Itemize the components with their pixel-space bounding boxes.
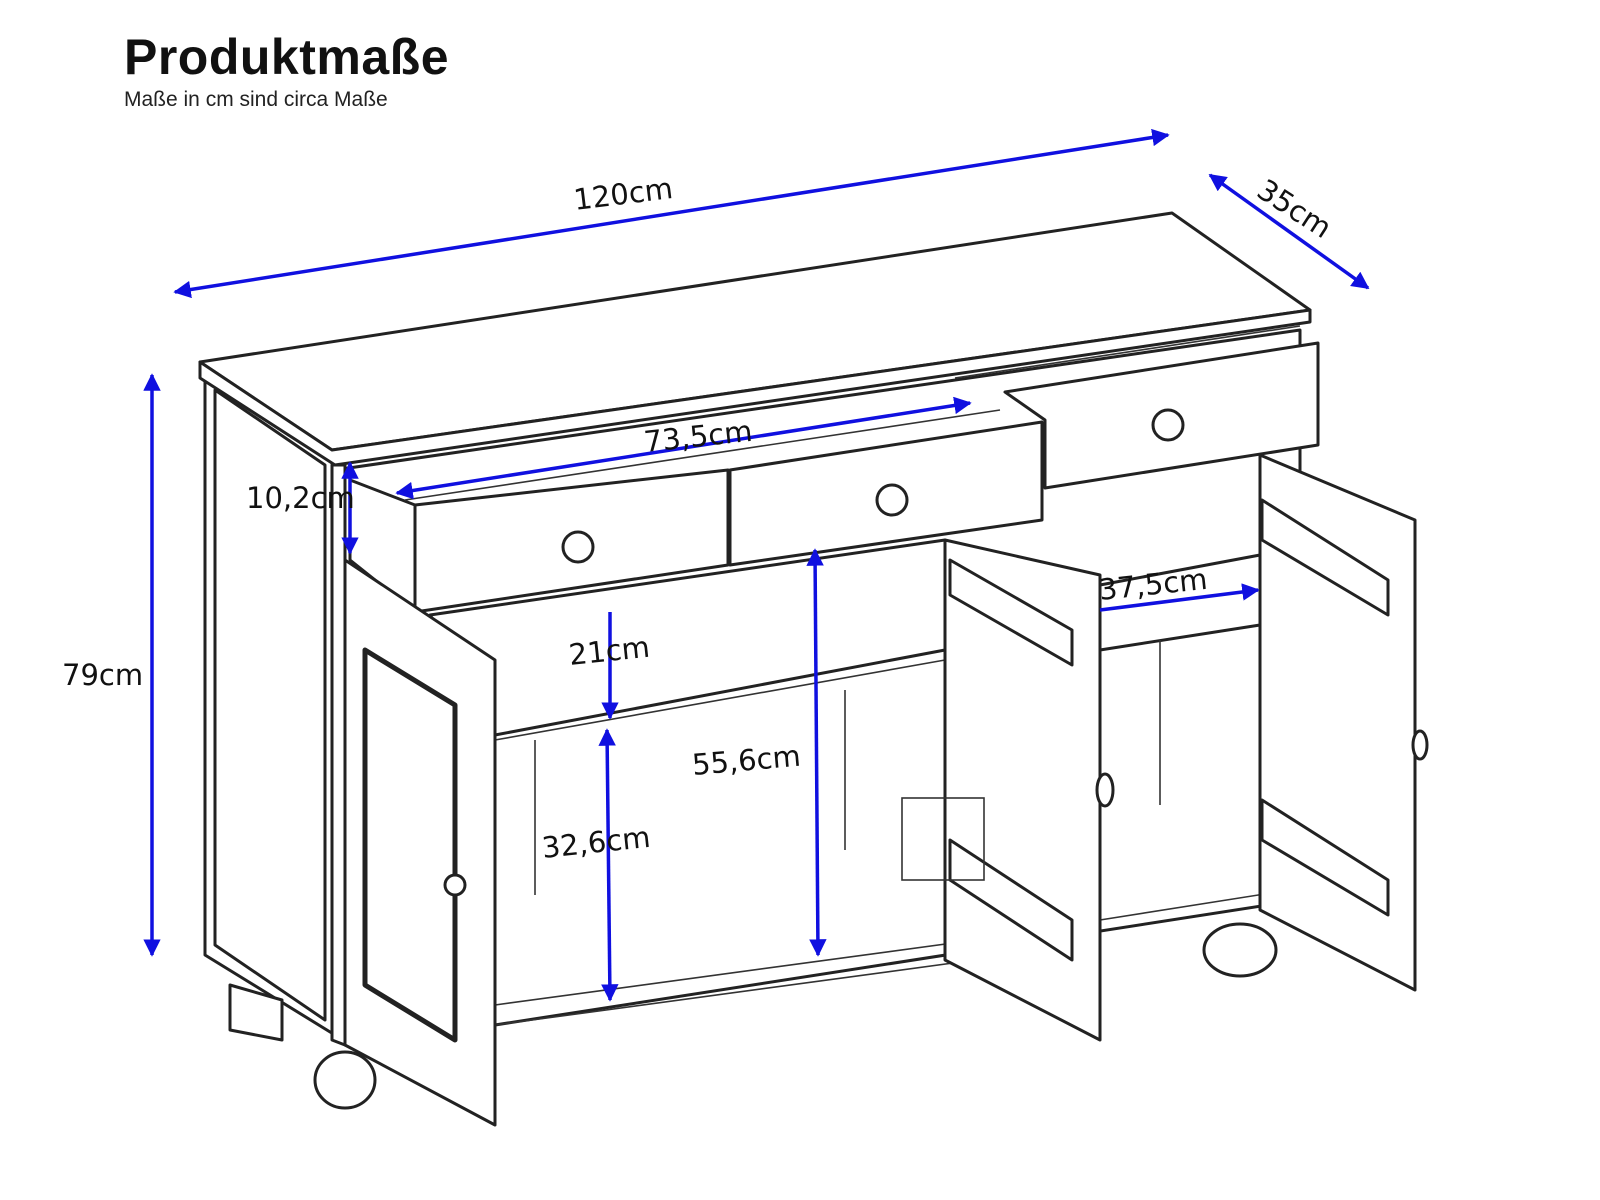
bottom-edge (494, 939, 976, 1006)
sideboard-drawing (198, 211, 1429, 1127)
door-left-panel (362, 647, 458, 1043)
hinge-strip (948, 558, 1074, 667)
label-width: 120cm (572, 171, 675, 217)
arrow-lower-compartment (598, 728, 619, 1002)
top-slab-edge (198, 308, 1312, 467)
detail-frame (901, 797, 985, 881)
door-knob (1095, 772, 1115, 808)
label-drawer-height: 10,2cm (246, 481, 355, 515)
hinge-strip (1260, 498, 1390, 617)
hinge-strip (948, 838, 1074, 962)
front-stile (330, 463, 347, 1047)
arrow-depth (1208, 173, 1370, 290)
bottom-edge (494, 959, 976, 1026)
door-knob (1411, 729, 1429, 761)
foot (228, 983, 284, 1042)
bottom-edge (1099, 889, 1291, 921)
page-subtitle: Maße in cm sind circa Maße (124, 88, 388, 111)
foot (313, 1050, 377, 1110)
side-panel-inner (213, 388, 327, 1022)
label-height: 79cm (62, 658, 143, 692)
arrow-drawer-width (395, 396, 972, 500)
hinge-strip (1260, 798, 1390, 917)
shelf-edge (494, 659, 946, 741)
label-upper-compartment: 21cm (567, 630, 651, 672)
door-knob (443, 873, 467, 897)
drawer-knob (1151, 408, 1185, 442)
dimension-arrows (143, 128, 1370, 1002)
drawer-knob (561, 530, 595, 564)
arrow-right-compartment (1099, 583, 1260, 612)
drawer-knob (875, 483, 909, 517)
arrow-width (173, 128, 1170, 299)
page-title: Produktmaße (124, 29, 450, 85)
foot (1202, 922, 1278, 978)
arrow-middle-height (806, 548, 827, 957)
drawer-rail (954, 325, 1301, 379)
